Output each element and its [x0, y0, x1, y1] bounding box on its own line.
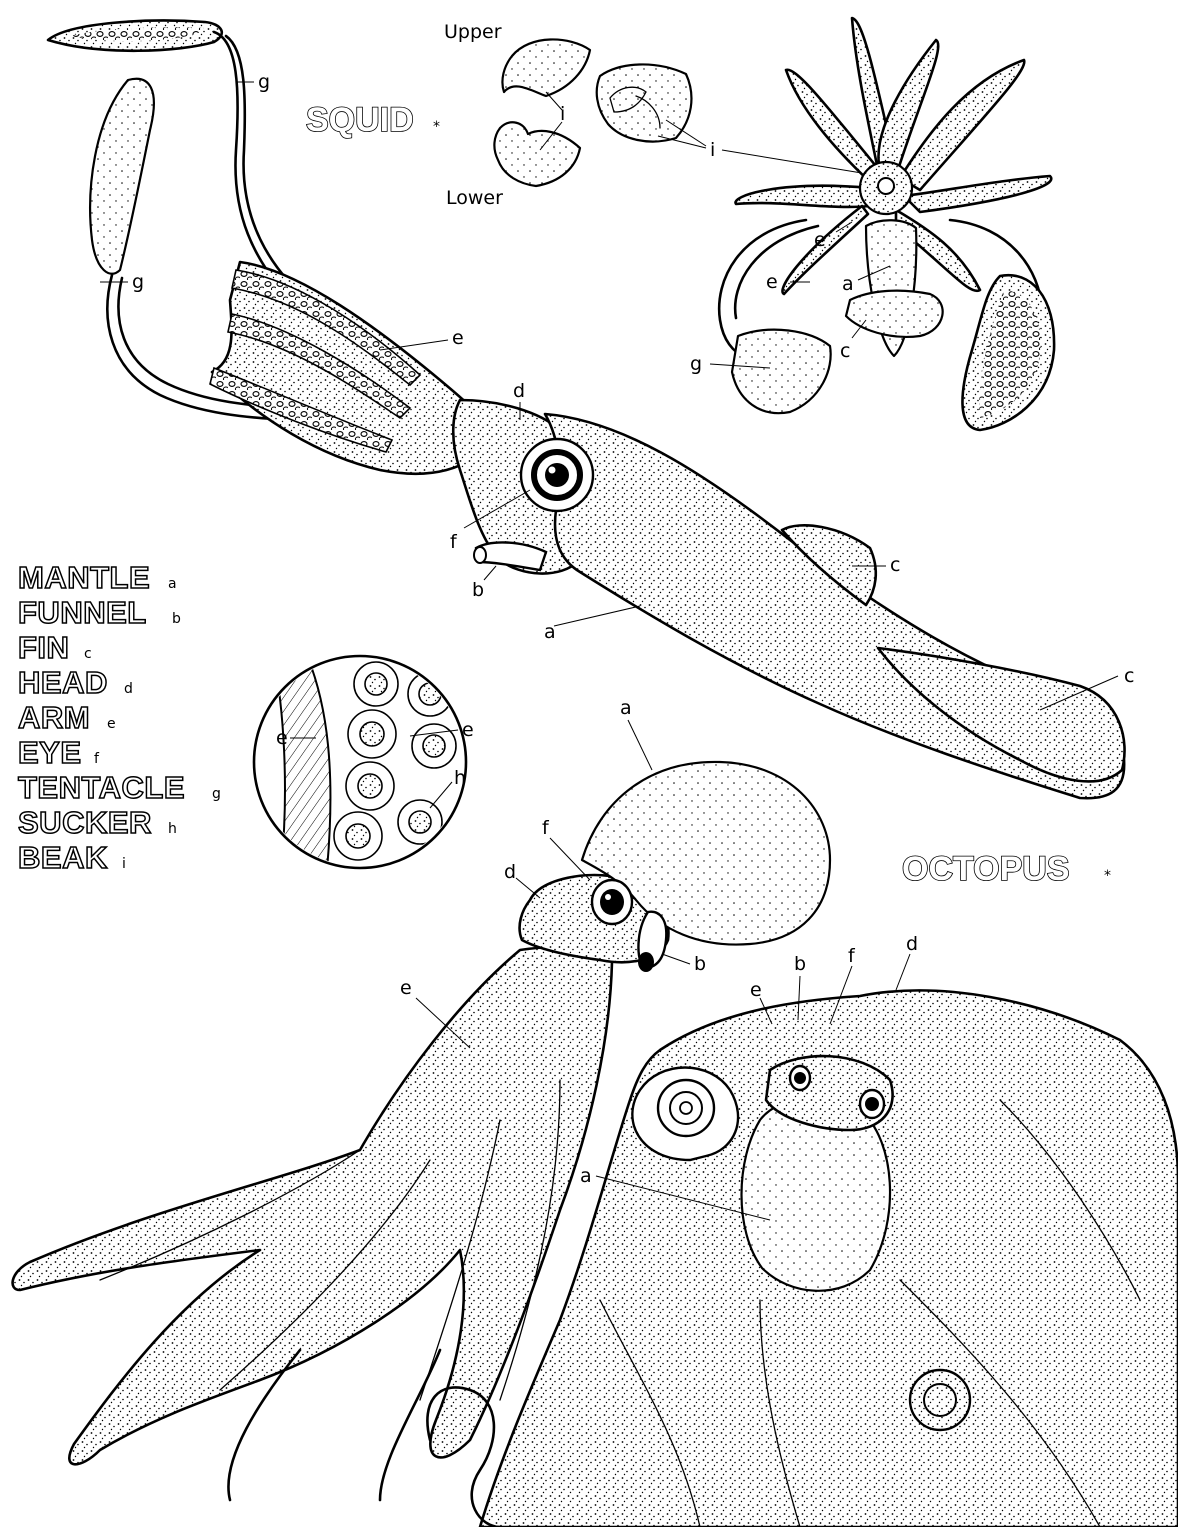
key-word: MANTLE	[18, 560, 150, 595]
squid-top-tentacle-club-left	[732, 330, 831, 413]
label-funnel: b	[472, 579, 484, 601]
tentacle-club-lower	[90, 79, 154, 274]
label-arm: e	[814, 229, 826, 251]
key-item-arm: ARM e	[18, 700, 116, 735]
key-letter: h	[168, 821, 177, 837]
key-item-head: HEAD d	[18, 665, 133, 700]
key-word: HEAD	[18, 665, 108, 700]
beak-detail: Upper Lower	[444, 21, 691, 209]
label-head: d	[504, 861, 516, 883]
beak-lower-piece	[494, 122, 580, 186]
label-fin: c	[840, 340, 850, 362]
key-letter: e	[107, 716, 116, 732]
octopus-title-mark: *	[1104, 868, 1111, 884]
label-mantle: a	[544, 621, 556, 643]
key-letter: g	[212, 786, 221, 802]
label-beak: i	[710, 139, 715, 161]
label-mantle: a	[620, 697, 632, 719]
key-word: SUCKER	[18, 805, 152, 840]
parts-key: MANTLE a FUNNEL b FIN c HEAD d ARM e EYE…	[18, 560, 221, 875]
key-letter: i	[122, 856, 126, 872]
key-word: FUNNEL	[18, 595, 147, 630]
label-tentacle: g	[258, 71, 270, 93]
sucker-detail	[254, 640, 466, 880]
key-letter: d	[124, 681, 133, 697]
key-word: ARM	[18, 700, 90, 735]
label-head: d	[513, 380, 525, 402]
key-letter: a	[168, 576, 177, 592]
key-item-sucker: SUCKER h	[18, 805, 177, 840]
label-arm: e	[400, 977, 412, 999]
beak-lower-label: Lower	[446, 187, 503, 209]
key-item-funnel: FUNNEL b	[18, 595, 181, 630]
label-head: d	[906, 933, 918, 955]
key-word: FIN	[18, 630, 69, 665]
beak-upper-label: Upper	[444, 21, 502, 43]
key-letter: b	[172, 611, 181, 627]
label-sucker: h	[454, 767, 466, 789]
label-funnel: b	[794, 953, 806, 975]
key-word: EYE	[18, 735, 82, 770]
squid-title-text: SQUID	[306, 101, 414, 139]
key-letter: f	[94, 751, 100, 767]
label-tentacle: g	[132, 271, 144, 293]
label-mantle: a	[842, 273, 854, 295]
key-item-eye: EYE f	[18, 735, 100, 770]
beak-upper-piece	[502, 39, 590, 96]
octopus-side-arms	[13, 947, 612, 1464]
key-item-tentacle: TENTACLE g	[18, 770, 221, 805]
label-arm: e	[276, 727, 288, 749]
label-tentacle: g	[690, 353, 702, 375]
label-eye: f	[450, 531, 458, 553]
label-mantle: a	[580, 1165, 592, 1187]
key-letter: c	[84, 646, 92, 662]
squid-top-fin	[846, 291, 943, 337]
label-fin: c	[890, 554, 900, 576]
label-arm: e	[766, 271, 778, 293]
label-eye: f	[848, 945, 856, 967]
label-beak: i	[560, 103, 565, 125]
label-eye: f	[542, 817, 550, 839]
key-item-beak: BEAK i	[18, 840, 126, 875]
squid-title: SQUID *	[306, 101, 440, 139]
label-arm: e	[462, 719, 474, 741]
key-word: BEAK	[18, 840, 108, 875]
octopus-title: OCTOPUS *	[902, 850, 1111, 888]
key-item-fin: FIN c	[18, 630, 92, 665]
label-fin: c	[1124, 665, 1134, 687]
label-arm: e	[750, 979, 762, 1001]
octopus-title-text: OCTOPUS	[902, 850, 1070, 888]
squid-title-mark: *	[433, 119, 440, 135]
label-funnel: b	[694, 953, 706, 975]
key-item-mantle: MANTLE a	[18, 560, 177, 595]
label-arm: e	[452, 327, 464, 349]
key-word: TENTACLE	[18, 770, 185, 805]
